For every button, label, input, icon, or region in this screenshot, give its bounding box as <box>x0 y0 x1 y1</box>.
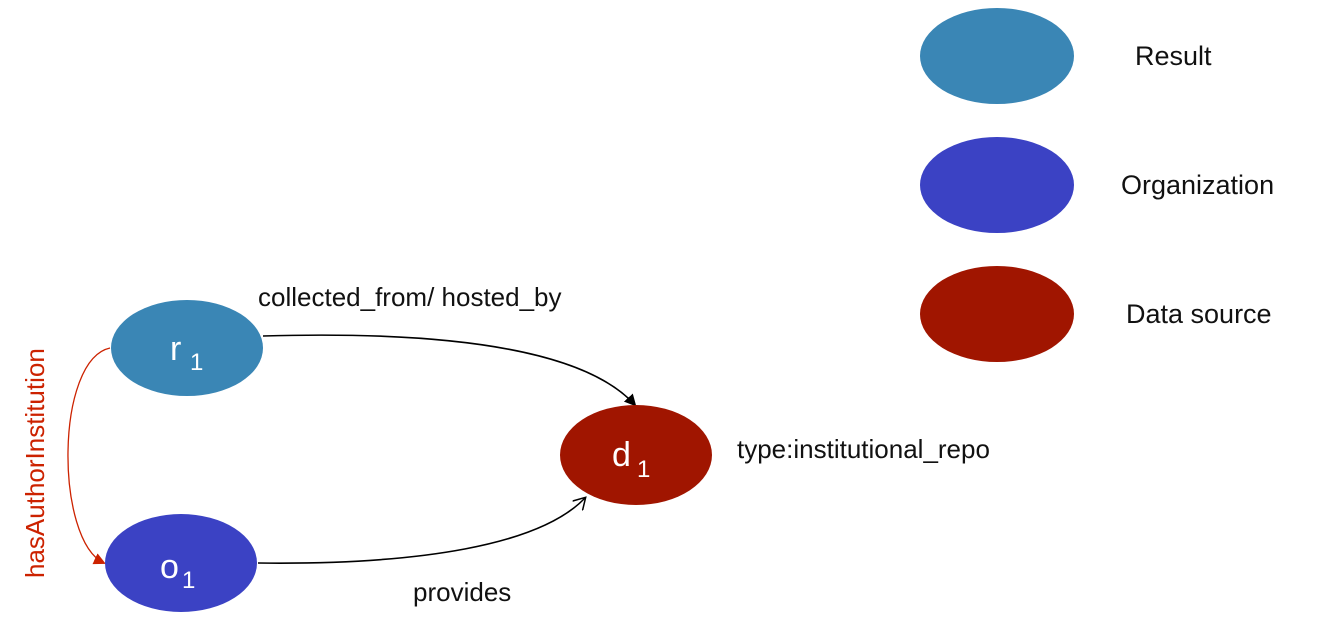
edge-collected-from <box>262 334 637 407</box>
node-o1-shape <box>105 514 257 612</box>
legend-swatch-organization <box>920 137 1074 233</box>
legend-label-organization: Organization <box>1121 170 1274 200</box>
edge-label-has-author-institution: hasAuthorInstitution <box>20 348 50 578</box>
node-r1-label: r <box>170 330 181 368</box>
legend-swatch-data-source <box>920 266 1074 362</box>
legend-swatch-result <box>920 8 1074 104</box>
edge-label-collected-from: collected_from/ hosted_by <box>258 282 562 312</box>
node-r1: r 1 <box>111 300 263 396</box>
edge-provides <box>257 498 585 564</box>
node-r1-subscript: 1 <box>190 349 203 376</box>
legend-item-organization: Organization <box>920 137 1274 233</box>
datasource-type-annotation: type:institutional_repo <box>737 434 990 464</box>
legend-item-data-source: Data source <box>920 266 1272 362</box>
node-d1: d 1 <box>560 405 712 505</box>
node-d1-label: d <box>612 436 631 474</box>
node-d1-subscript: 1 <box>637 456 650 483</box>
legend-label-result: Result <box>1135 41 1212 71</box>
legend-item-result: Result <box>920 8 1212 104</box>
node-o1-label: o <box>160 548 179 586</box>
node-o1-subscript: 1 <box>182 567 195 594</box>
node-r1-shape <box>111 300 263 396</box>
node-o1: o 1 <box>105 514 257 612</box>
legend-label-data-source: Data source <box>1126 299 1272 329</box>
legend: Result Organization Data source <box>920 8 1274 362</box>
edge-label-provides: provides <box>413 577 511 607</box>
node-d1-shape <box>560 405 712 505</box>
edge-has-author-institution <box>67 347 111 565</box>
